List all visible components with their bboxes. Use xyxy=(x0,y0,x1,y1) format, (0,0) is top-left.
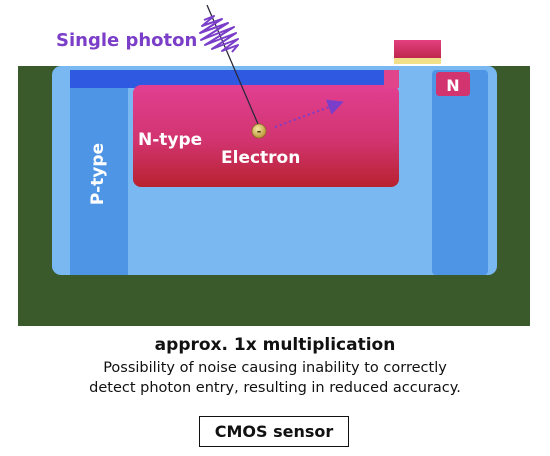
surface-layer xyxy=(70,70,384,88)
caption: approx. 1x multiplication Possibility of… xyxy=(0,334,550,398)
caption-line-1: Possibility of noise causing inability t… xyxy=(103,360,447,376)
n-contact-label: N xyxy=(446,76,459,95)
gate-oxide xyxy=(394,58,441,64)
electron-symbol: - xyxy=(257,125,262,138)
electron-drift-arrow xyxy=(274,99,344,128)
photon-path-line xyxy=(206,4,259,125)
n-type-label: N-type xyxy=(138,130,202,150)
caption-title: approx. 1x multiplication xyxy=(154,335,396,355)
gate-electrode xyxy=(394,40,441,58)
electron-particle xyxy=(251,123,267,139)
caption-line-2: detect photon entry, resulting in reduce… xyxy=(89,380,461,396)
n-well-column xyxy=(432,70,488,275)
cmos-diagram: N P-type N-type Electron Single photon - xyxy=(18,4,530,326)
p-type-label: P-type xyxy=(88,143,108,205)
photon-wave-icon xyxy=(199,15,239,53)
n-type-connector xyxy=(384,70,399,88)
photon-label: Single photon xyxy=(56,30,197,51)
electron-label: Electron xyxy=(221,148,300,168)
p-type-inner-band xyxy=(70,72,128,275)
n-contact xyxy=(436,72,470,96)
caption-description: Possibility of noise causing inability t… xyxy=(0,358,550,398)
sensor-label: CMOS sensor xyxy=(214,422,334,441)
sensor-label-box: CMOS sensor xyxy=(199,416,349,447)
